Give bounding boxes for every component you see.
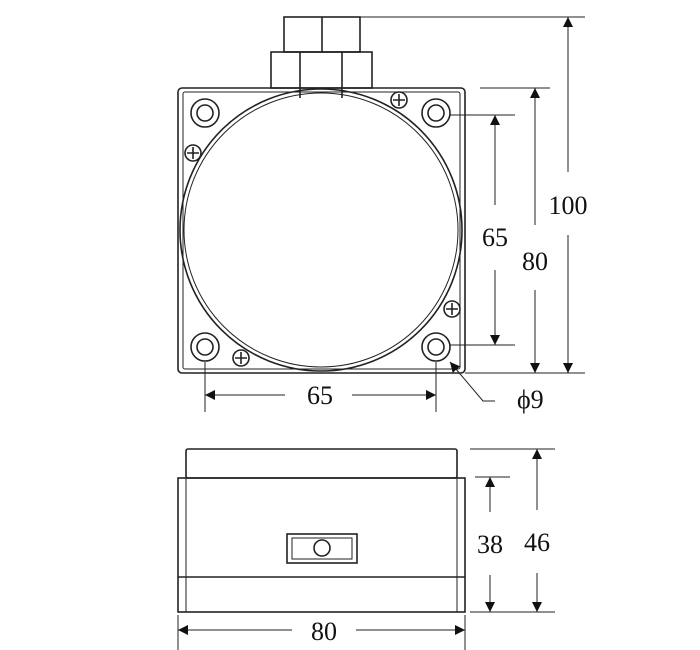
side-view: 38 46 80 [177, 448, 555, 650]
screw-icon [443, 300, 461, 318]
sensor-body [177, 87, 466, 374]
screw-icon [390, 91, 408, 109]
connector [270, 16, 373, 98]
screw-icon [184, 144, 202, 162]
dim-body-height: 80 [522, 247, 548, 276]
screw-icons [184, 91, 461, 367]
dim-hole-diameter: ϕ9 [517, 385, 544, 414]
dim-hole-spacing-horizontal: 65 [307, 381, 333, 410]
dim-total-height: 100 [549, 191, 588, 220]
dim-body-depth: 38 [477, 530, 503, 559]
dim-width: 80 [311, 617, 337, 646]
indicator-window [286, 533, 358, 564]
dim-hole-spacing-vertical: 65 [482, 223, 508, 252]
screw-icon [232, 349, 250, 367]
top-view: 65 80 100 65 ϕ9 [177, 16, 588, 414]
mounting-holes [190, 98, 451, 362]
dim-total-depth: 46 [524, 528, 550, 557]
